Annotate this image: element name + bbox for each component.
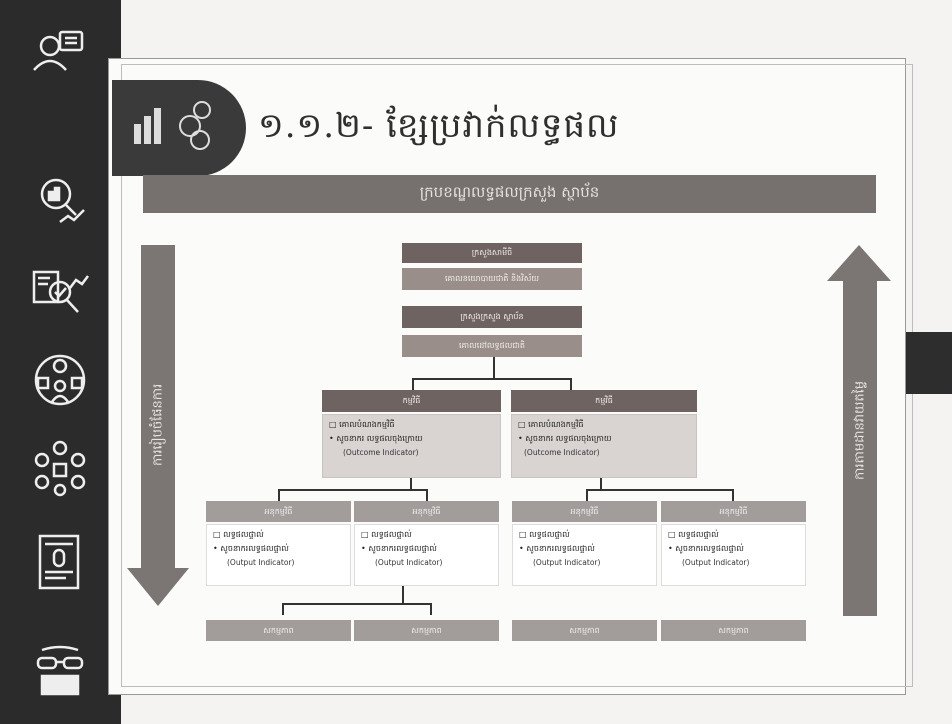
activity-box-4: សកម្មភាព bbox=[661, 620, 806, 641]
subprogram-box-4: □ លទ្ធផលផ្ទាល់ • សូចនាករលទ្ធផលផ្ទាល់ (Ou… bbox=[661, 524, 806, 586]
activity-box-1: សកម្មភាព bbox=[206, 620, 351, 641]
connector bbox=[412, 378, 572, 380]
subprogram-indicator-en: (Output Indicator) bbox=[375, 558, 443, 567]
program-objective: □ គោលបំណងកម្មវិធី bbox=[329, 420, 395, 429]
icon-rail bbox=[0, 0, 121, 724]
subprogram-output: □ លទ្ធផលផ្ទាល់ bbox=[668, 530, 719, 539]
agency-header: ក្រសួងក្រសួង ស្ថាប័ន bbox=[402, 306, 582, 328]
connector bbox=[278, 489, 428, 491]
connector bbox=[426, 489, 428, 501]
connector bbox=[282, 603, 284, 615]
connector bbox=[570, 378, 572, 390]
subprogram-box-3: □ លទ្ធផលផ្ទាល់ • សូចនាករលទ្ធផលផ្ទាល់ (Ou… bbox=[512, 524, 657, 586]
connector bbox=[412, 378, 414, 390]
chart-pie-icon bbox=[134, 101, 211, 150]
framework-banner: ក្របខណ្ឌលទ្ធផលក្រសួង ស្ថាប័ន bbox=[143, 175, 876, 213]
analytics-search-icon[interactable] bbox=[28, 168, 92, 232]
planning-arrow-head bbox=[127, 568, 189, 606]
monitoring-arrow-head bbox=[827, 245, 891, 281]
program-indicator-en: (Outcome Indicator) bbox=[524, 448, 600, 457]
connector bbox=[430, 603, 432, 615]
subprogram-output: □ លទ្ធផលផ្ទាល់ bbox=[519, 530, 570, 539]
program-indicator: • សូចនាករ លទ្ធផលចុងក្រោយ bbox=[518, 434, 612, 443]
subprogram-header-3: អនុកម្មវិធី bbox=[512, 501, 657, 522]
subprogram-header-2: អនុកម្មវិធី bbox=[354, 501, 499, 522]
subprogram-indicator-en: (Output Indicator) bbox=[533, 558, 601, 567]
subprogram-indicator: • សូចនាករលទ្ធផលផ្ទាល់ bbox=[361, 544, 437, 553]
ministry-header: ក្រសួងសាមីចិ bbox=[402, 243, 582, 263]
connector bbox=[410, 478, 412, 490]
activity-box-3: សកម្មភាព bbox=[512, 620, 657, 641]
connector bbox=[282, 603, 432, 605]
subprogram-box-1: □ លទ្ធផលផ្ទាល់ • សូចនាករលទ្ធផលផ្ទាល់ (Ou… bbox=[206, 524, 351, 586]
subprogram-output: □ លទ្ធផលផ្ទាល់ bbox=[213, 530, 264, 539]
side-tab[interactable] bbox=[906, 332, 952, 394]
subprogram-indicator-en: (Output Indicator) bbox=[227, 558, 295, 567]
program-box-2: □ គោលបំណងកម្មវិធី • សូចនាករ លទ្ធផលចុងក្រ… bbox=[511, 414, 697, 478]
subprogram-box-2: □ លទ្ធផលផ្ទាល់ • សូចនាករលទ្ធផលផ្ទាល់ (Ou… bbox=[354, 524, 499, 586]
document-clip-icon[interactable] bbox=[28, 530, 92, 594]
program-header-2: កម្មវិធី bbox=[511, 390, 697, 412]
connector bbox=[493, 357, 495, 379]
connector bbox=[402, 586, 404, 604]
slide-frame bbox=[108, 58, 906, 695]
subprogram-indicator-en: (Output Indicator) bbox=[682, 558, 750, 567]
gear-people-icon[interactable] bbox=[28, 348, 92, 412]
program-header-1: កម្មវិធី bbox=[322, 390, 501, 412]
program-objective: □ គោលបំណងកម្មវិធី bbox=[518, 420, 584, 429]
connector bbox=[600, 478, 602, 490]
subprogram-output: □ លទ្ធផលផ្ទាល់ bbox=[361, 530, 412, 539]
national-policy-box: គោលនយោបាយជាតិ និងវិស័យ bbox=[402, 268, 582, 290]
subprogram-header-1: អនុកម្មវិធី bbox=[206, 501, 351, 522]
title-badge bbox=[112, 80, 246, 176]
glasses-book-icon[interactable] bbox=[28, 640, 92, 704]
program-indicator-en: (Outcome Indicator) bbox=[343, 448, 419, 457]
planning-arrow-label: ការរៀបចំផែនការ bbox=[150, 383, 166, 467]
subprogram-indicator: • សូចនាករលទ្ធផលផ្ទាល់ bbox=[213, 544, 289, 553]
people-chat-icon[interactable] bbox=[28, 20, 92, 84]
planning-arrow bbox=[141, 245, 175, 570]
network-people-icon[interactable] bbox=[28, 436, 92, 500]
program-indicator: • សូចនាករ លទ្ធផលចុងក្រោយ bbox=[329, 434, 423, 443]
report-check-icon[interactable] bbox=[28, 262, 92, 326]
national-goal-box: គោលដៅលទ្ធផលជាតិ bbox=[402, 335, 582, 357]
connector bbox=[278, 489, 280, 501]
subprogram-header-4: អនុកម្មវិធី bbox=[661, 501, 806, 522]
connector bbox=[732, 489, 734, 501]
program-box-1: □ គោលបំណងកម្មវិធី • សូចនាករ លទ្ធផលចុងក្រ… bbox=[322, 414, 501, 478]
connector bbox=[586, 489, 588, 501]
subprogram-indicator: • សូចនាករលទ្ធផលផ្ទាល់ bbox=[519, 544, 595, 553]
subprogram-indicator: • សូចនាករលទ្ធផលផ្ទាល់ bbox=[668, 544, 744, 553]
slide-title: ១.១.២- ខ្សែប្រវាក់លទ្ធផល bbox=[258, 106, 620, 146]
monitoring-arrow bbox=[843, 280, 877, 616]
monitoring-arrow-label: ការតាមដានវាយតម្លៃ bbox=[852, 380, 868, 480]
connector bbox=[586, 489, 734, 491]
activity-box-2: សកម្មភាព bbox=[354, 620, 499, 641]
